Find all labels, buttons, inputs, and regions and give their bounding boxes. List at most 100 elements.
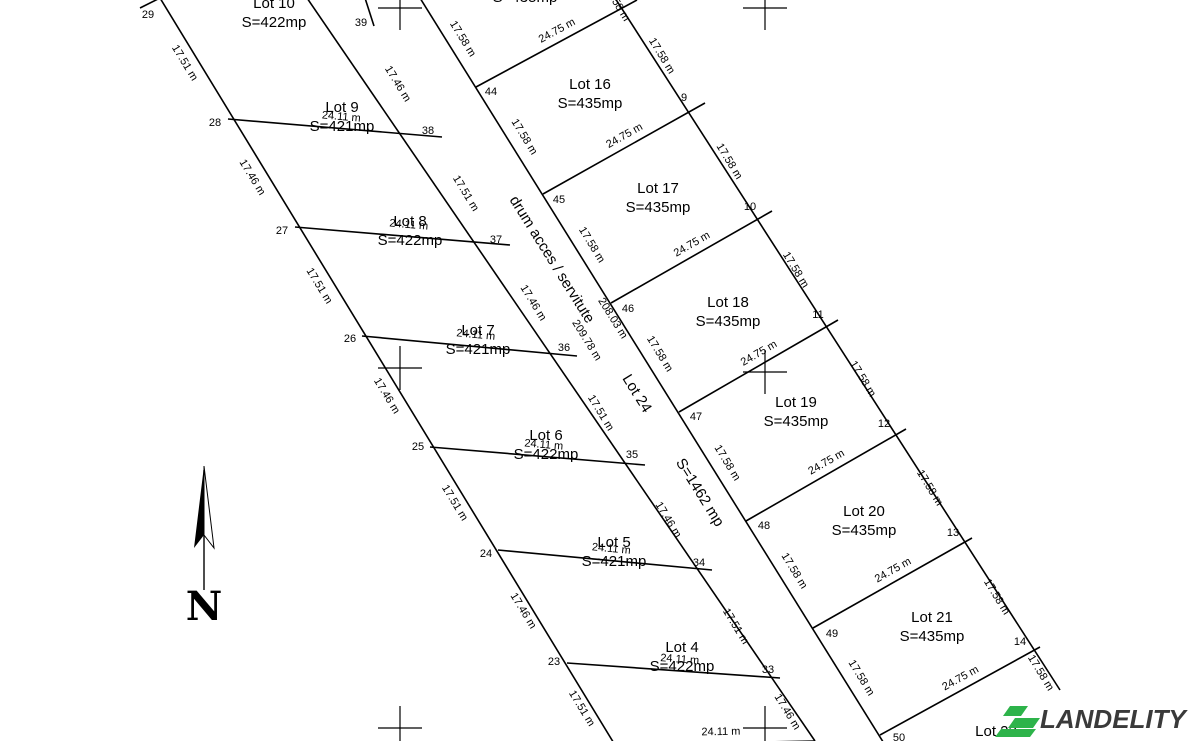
- left-inner-line: [307, 0, 816, 741]
- dimension-label: 24.75 m: [672, 229, 712, 259]
- road-lot-name: Lot 24: [619, 371, 656, 415]
- lot-label: Lot 10: [253, 0, 295, 12]
- right-inner-line: [420, 0, 884, 741]
- dimension-label: 17.51 m: [720, 606, 751, 646]
- point-number: 26: [344, 333, 356, 345]
- lot-area: S=435mp: [764, 413, 829, 430]
- lot-area: S=422mp: [514, 446, 579, 463]
- dimension-label: 17.58 m: [914, 468, 945, 508]
- brand-logo-bar-1: [1003, 706, 1028, 716]
- point-number: 35: [626, 449, 638, 461]
- lot-label: Lot 20: [843, 503, 885, 520]
- dimension-label: 24.75 m: [537, 16, 578, 45]
- right-lot-divider: [879, 646, 1041, 736]
- dimension-label: 24.75 m: [940, 664, 981, 694]
- left-lot-divider: [294, 226, 511, 246]
- dimension-label: 17.58 m: [780, 250, 811, 290]
- dimension-label: 17.51 m: [169, 43, 200, 83]
- left-stub-line: [139, 0, 158, 9]
- left-lot-divider: [497, 549, 713, 571]
- lot-area: S=421mp: [582, 553, 647, 570]
- lot-area: S=421mp: [446, 341, 511, 358]
- parcel-boundaries: [139, 0, 1061, 741]
- point-number: 36: [558, 342, 570, 354]
- dimension-label: 17.46 m: [518, 283, 549, 323]
- dimension-label: 24.11 m: [321, 109, 361, 124]
- road-label: drum acces / servitute: [506, 193, 598, 326]
- lot-label: Lot 4: [665, 639, 698, 656]
- point-number: 27: [276, 225, 288, 237]
- dimension-label: 17.58 m: [981, 577, 1012, 617]
- dimension-label: 24.75 m: [873, 555, 914, 585]
- dimension-label: 24.11 m: [591, 541, 631, 557]
- brand-name: LANDELITY: [1040, 704, 1189, 734]
- dimension-label: 17.51 m: [439, 483, 470, 523]
- dimension-label: 17.58 m: [576, 225, 607, 265]
- dimension-label: 17.46 m: [653, 500, 684, 540]
- point-number: 11: [812, 309, 823, 321]
- left-lot-divider: [361, 335, 578, 357]
- dimension-label: 17.58 m: [779, 551, 810, 591]
- lot-area: S=435mp: [900, 628, 965, 645]
- point-number: 47: [690, 411, 702, 423]
- dimension-label: 17.58 m: [644, 334, 675, 374]
- left-top-divider: [364, 0, 375, 27]
- lot-area: S=435mp: [696, 313, 761, 330]
- dimension-label: 17.58 m: [601, 0, 632, 24]
- right-lot-divider: [610, 210, 773, 304]
- point-number: 13: [947, 527, 959, 539]
- lot-area: S=422mp: [378, 232, 443, 249]
- point-number: 25: [412, 441, 424, 453]
- point-number: 10: [744, 201, 756, 213]
- right-lot-divider: [678, 319, 839, 413]
- lot-label: Lot 16: [569, 76, 611, 93]
- dimension-label: 24.75 m: [739, 338, 779, 368]
- lot-area: S=422mp: [242, 14, 307, 31]
- lot-label: Lot 17: [637, 180, 679, 197]
- lot-area: S=422mp: [650, 658, 715, 675]
- point-number: 14: [1014, 636, 1026, 648]
- point-number: 34: [693, 557, 705, 569]
- point-number: 46: [622, 303, 634, 315]
- left-lot-divider: [566, 662, 781, 679]
- lot-label: Lot 19: [775, 394, 817, 411]
- dimension-label: 17.58 m: [509, 117, 540, 157]
- right-lot-divider: [812, 537, 973, 629]
- point-number: 24: [480, 548, 492, 560]
- lot-label: Lot 5: [597, 534, 630, 551]
- point-number: 50: [893, 732, 905, 741]
- point-number: 29: [142, 9, 154, 21]
- lot-area: S=435mp: [832, 522, 897, 539]
- dimension-label: 17.58 m: [447, 19, 478, 59]
- point-number: 28: [209, 117, 221, 129]
- lot-area-partial: S=435mp: [493, 0, 558, 6]
- lot-area: S=435mp: [626, 199, 691, 216]
- dimension-label: 24.11 m: [389, 217, 429, 232]
- dimension-label: 17.58 m: [846, 658, 877, 698]
- north-letter: N: [186, 583, 223, 630]
- left-lot-divider: [429, 446, 646, 466]
- point-number: 12: [878, 418, 890, 430]
- brand-logo-bar-3: [995, 729, 1036, 737]
- lot-label: Lot 6: [529, 427, 562, 444]
- lot-label: Lot 8: [393, 213, 426, 230]
- point-number: 38: [422, 125, 434, 137]
- dimension-label: 17.51 m: [304, 266, 335, 306]
- point-number: 39: [355, 17, 367, 29]
- dimension-label: 17.46 m: [772, 692, 803, 732]
- dimension-label: 17.46 m: [382, 64, 413, 104]
- right-outer-line: [615, 0, 1061, 691]
- lot-label: Lot 21: [911, 609, 953, 626]
- point-number: 49: [826, 628, 838, 640]
- point-number: 9: [681, 92, 687, 104]
- point-number: 48: [758, 520, 770, 532]
- dimension-label: 17.58 m: [712, 443, 743, 483]
- right-lot-divider: [475, 0, 638, 88]
- point-number: 45: [553, 194, 565, 206]
- brand-logo: LANDELITY: [995, 704, 1189, 737]
- dimension-label: 17.46 m: [371, 376, 402, 416]
- lot-label: Lot 18: [707, 294, 749, 311]
- grid-crosses: [378, 0, 787, 741]
- dimension-label: 24.75 m: [604, 121, 645, 151]
